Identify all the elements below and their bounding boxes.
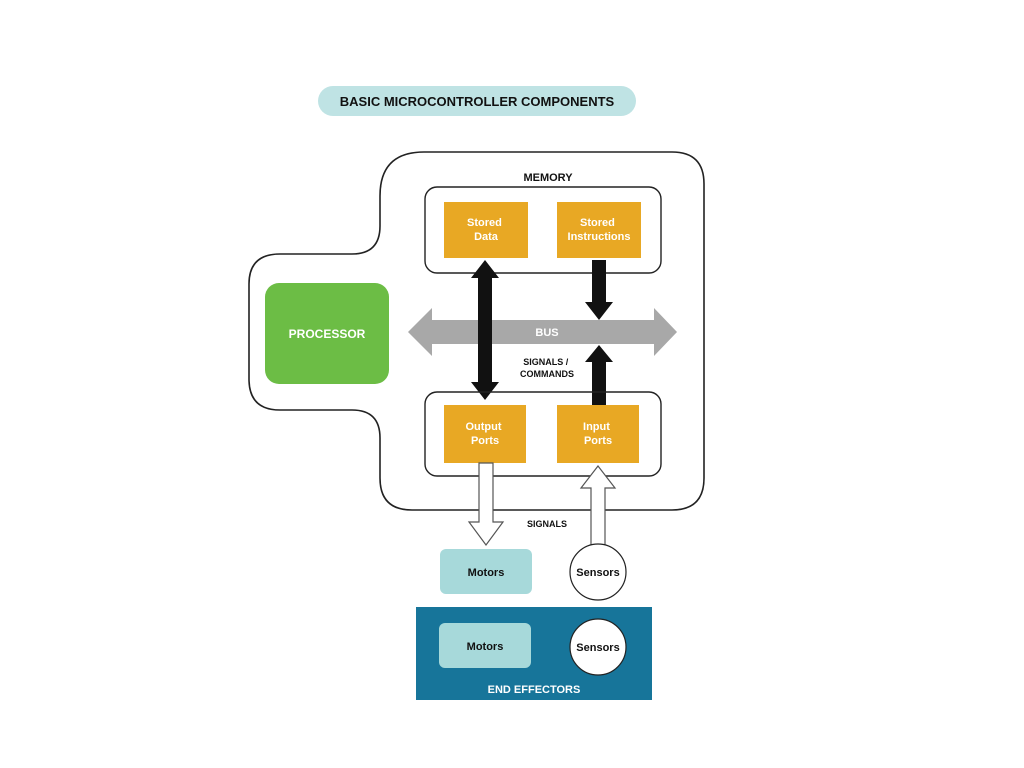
processor-block: [265, 283, 389, 384]
memory-box: [424, 186, 662, 274]
ports-box: [424, 391, 662, 477]
stored-data-line-1: Stored: [467, 217, 502, 229]
bus-label: BUS: [535, 327, 558, 339]
input-ports-label: Input Ports: [583, 421, 613, 447]
data-output-double-arrow: [471, 260, 499, 400]
output-ports-line-1: Output: [465, 421, 501, 433]
bus-arrow: [408, 308, 677, 356]
input-ports-line-1: Input: [583, 421, 610, 433]
title-pill: [318, 86, 636, 116]
memory-label: MEMORY: [523, 172, 573, 184]
stored-instructions-label: Stored Instructions: [568, 217, 631, 243]
sensors-label: Sensors: [576, 567, 619, 579]
output-ports-block: [444, 405, 526, 463]
signals-label: SIGNALS: [527, 519, 567, 529]
input-ports-block: [557, 405, 639, 463]
sensors-circle: [569, 543, 627, 601]
output-ports-label: Output Ports: [465, 421, 504, 447]
instructions-down-arrow: [585, 260, 613, 320]
stored-data-line-2: Data: [474, 231, 499, 243]
end-effectors-motors-label: Motors: [467, 641, 504, 653]
motors-block: [440, 549, 532, 594]
signals-commands-line-1: SIGNALS /: [523, 357, 569, 367]
stored-instructions-line-2: Instructions: [568, 231, 631, 243]
diagram-title: BASIC MICROCONTROLLER COMPONENTS: [340, 94, 615, 109]
controller-outline: [248, 151, 705, 511]
signals-commands-line-2: COMMANDS: [520, 369, 574, 379]
stored-instructions-line-1: Stored: [580, 217, 615, 229]
input-ports-line-2: Ports: [584, 435, 612, 447]
input-up-arrow: [585, 345, 613, 405]
stored-data-label: Stored Data: [467, 217, 505, 243]
end-effectors-sensors-circle: [569, 618, 627, 676]
end-effectors-label: END EFFECTORS: [488, 684, 581, 696]
processor-label: PROCESSOR: [289, 327, 366, 341]
stored-instructions-block: [557, 202, 641, 258]
stored-data-block: [444, 202, 528, 258]
input-signal-arrow: [579, 465, 617, 547]
output-ports-line-2: Ports: [471, 435, 499, 447]
end-effectors-sensors-label: Sensors: [576, 642, 619, 654]
motors-label: Motors: [468, 567, 505, 579]
end-effectors-motors-block: [439, 623, 531, 668]
output-signal-arrow: [467, 462, 505, 547]
signals-commands-label: SIGNALS / COMMANDS: [520, 357, 574, 379]
